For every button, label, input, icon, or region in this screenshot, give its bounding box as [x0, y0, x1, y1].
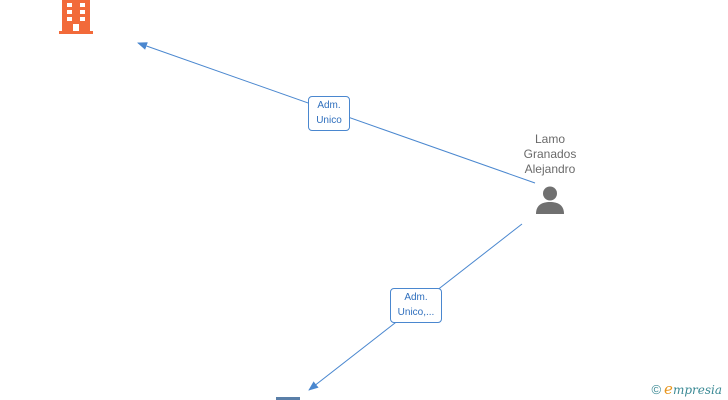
person-node[interactable]: Lamo Granados Alejandro	[505, 132, 595, 215]
edge-label-line: Adm.	[404, 292, 428, 303]
person-name: Lamo Granados Alejandro	[505, 132, 595, 177]
edge-label-line: Adm.	[317, 100, 341, 111]
edge-label-line: Unico	[316, 115, 342, 126]
building-icon[interactable]	[276, 397, 300, 400]
person-icon[interactable]	[535, 185, 565, 215]
person-name-line: Alejandro	[524, 162, 576, 176]
edge-label-adm-unico[interactable]: Adm. Unico	[308, 96, 350, 131]
brand-logo-text: mpresia	[672, 383, 722, 397]
edge-label-line: Unico,...	[397, 307, 435, 318]
copyright-icon: ©	[651, 382, 662, 397]
empresia-watermark[interactable]: ©empresia	[651, 380, 722, 398]
person-name-line: Lamo	[534, 132, 566, 146]
brand-logo-letter: e	[664, 380, 673, 398]
person-name-line: Granados	[523, 147, 577, 161]
edge-label-adm-unico-more[interactable]: Adm. Unico,...	[390, 288, 442, 323]
building-icon[interactable]	[59, 0, 93, 36]
